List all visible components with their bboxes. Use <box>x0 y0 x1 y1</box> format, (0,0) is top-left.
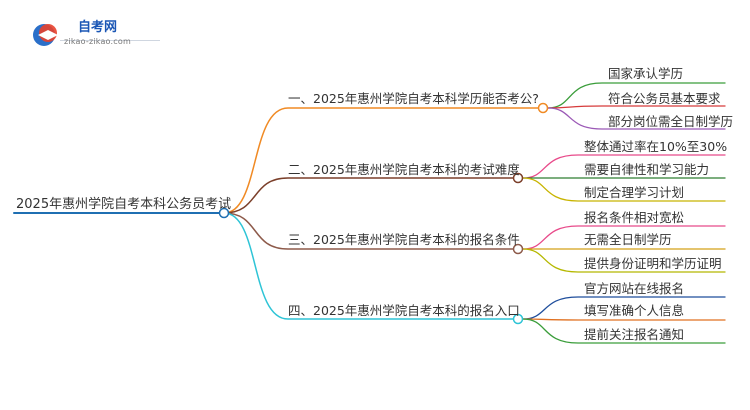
leaf-2-1-label: 整体通过率在10%至30% <box>584 139 728 154</box>
branch-2-node <box>512 172 524 184</box>
leaf-1-1-label: 国家承认学历 <box>608 66 684 81</box>
leaf-1-3-connector <box>547 107 726 130</box>
leaf-3-1-label: 报名条件相对宽松 <box>584 210 685 225</box>
branch-2-connector <box>223 177 514 214</box>
branch-3-node <box>512 243 524 255</box>
logo-url[interactable]: zikao-zikao.com <box>64 37 131 46</box>
leaf-1-1-connector <box>547 82 726 109</box>
branch-4-node <box>512 313 524 325</box>
logo-name[interactable]: 自考网 <box>78 20 118 35</box>
mindmap-edges <box>13 82 726 344</box>
leaf-2-3-label: 制定合理学习计划 <box>584 185 685 200</box>
leaf-3-3-label: 提供身份证明和学历证明 <box>584 256 722 271</box>
branch-2-label: 二、2025年惠州学院自考本科的考试难度 <box>288 162 520 177</box>
branch-4-label: 四、2025年惠州学院自考本科的报名入口 <box>288 303 520 318</box>
branch-1-label: 一、2025年惠州学院自考本科学历能否考公? <box>288 91 539 106</box>
leaf-1-2-label: 符合公务员基本要求 <box>608 91 721 106</box>
leaf-3-3-connector <box>522 248 726 273</box>
leaf-3-2-label: 无需全日制学历 <box>584 232 672 247</box>
branch-3-label: 三、2025年惠州学院自考本科的报名条件 <box>288 232 520 247</box>
leaf-2-3-connector <box>522 177 726 202</box>
leaf-1-3-label: 部分岗位需全日制学历 <box>608 114 734 129</box>
leaf-4-2-label: 填写准确个人信息 <box>584 303 685 318</box>
root-node-label: 2025年惠州学院自考本科公务员考试 <box>16 197 232 212</box>
leaf-1-2-connector <box>547 105 726 109</box>
leaf-4-3-connector <box>522 318 726 344</box>
leaf-2-1-connector <box>522 154 726 179</box>
site-logo-icon <box>33 24 160 46</box>
branch-1-connector <box>223 107 539 214</box>
branch-1-node <box>537 102 549 114</box>
leaf-2-2-label: 需要自律性和学习能力 <box>584 162 710 177</box>
mindmap-nodes <box>218 102 549 325</box>
root-node <box>218 207 230 219</box>
leaf-3-1-connector <box>522 225 726 250</box>
leaf-4-3-label: 提前关注报名通知 <box>584 327 685 342</box>
leaf-4-2-connector <box>522 318 726 321</box>
leaf-4-1-connector <box>522 296 726 320</box>
leaf-4-1-label: 官方网站在线报名 <box>584 281 685 296</box>
branch-3-connector <box>223 212 514 250</box>
branch-4-connector <box>223 212 514 320</box>
